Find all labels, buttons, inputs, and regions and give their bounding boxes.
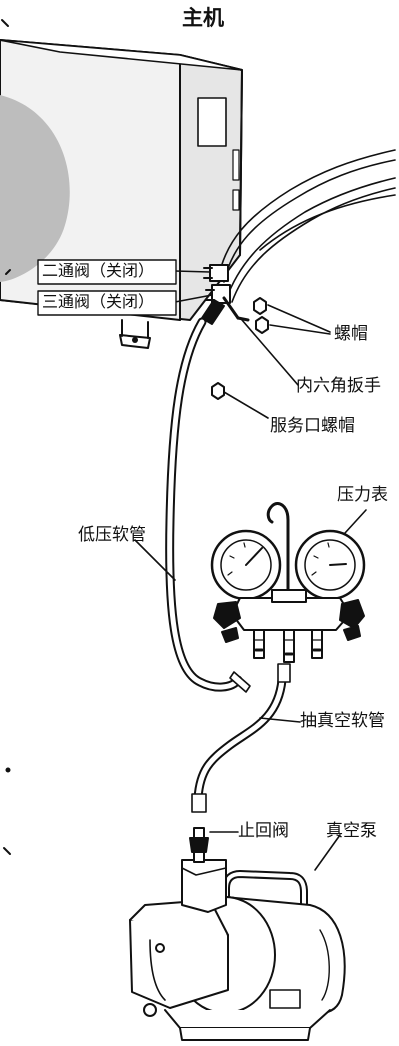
vacuum-pump-label: 真空泵 bbox=[326, 821, 377, 841]
service-port-nut bbox=[211, 382, 225, 400]
unit-title: 主机 bbox=[182, 6, 224, 30]
service-port-nut-label: 服务口螺帽 bbox=[270, 416, 355, 436]
label-frame-three-way bbox=[37, 290, 177, 316]
two-way-valve-label: 二通阀（关闭） bbox=[42, 261, 155, 280]
refrigerant-pipes bbox=[217, 149, 396, 303]
nut-label: 螺帽 bbox=[334, 324, 368, 344]
cap-nuts bbox=[253, 297, 269, 334]
check-valve-label: 止回阀 bbox=[238, 821, 289, 841]
leader-lines bbox=[134, 270, 367, 871]
check-valve bbox=[189, 827, 209, 853]
pressure-gauge-label: 压力表 bbox=[337, 485, 388, 505]
hex-wrench-label: 内六角扳手 bbox=[296, 376, 381, 396]
low-pressure-hose bbox=[165, 317, 251, 693]
outdoor-unit bbox=[0, 39, 243, 349]
vacuum-pump bbox=[129, 851, 346, 1041]
low-pressure-hose-label: 低压软管 bbox=[78, 525, 146, 545]
manifold-gauge bbox=[210, 502, 366, 663]
vacuum-hose bbox=[191, 663, 291, 813]
vacuum-hose-label: 抽真空软管 bbox=[300, 711, 385, 731]
three-way-valve-label: 三通阀（关闭） bbox=[42, 292, 155, 311]
label-frame-two-way bbox=[37, 259, 177, 285]
margin-marks bbox=[1, 19, 11, 855]
hex-wrench bbox=[222, 296, 250, 322]
fan-grille-shade bbox=[0, 95, 70, 282]
